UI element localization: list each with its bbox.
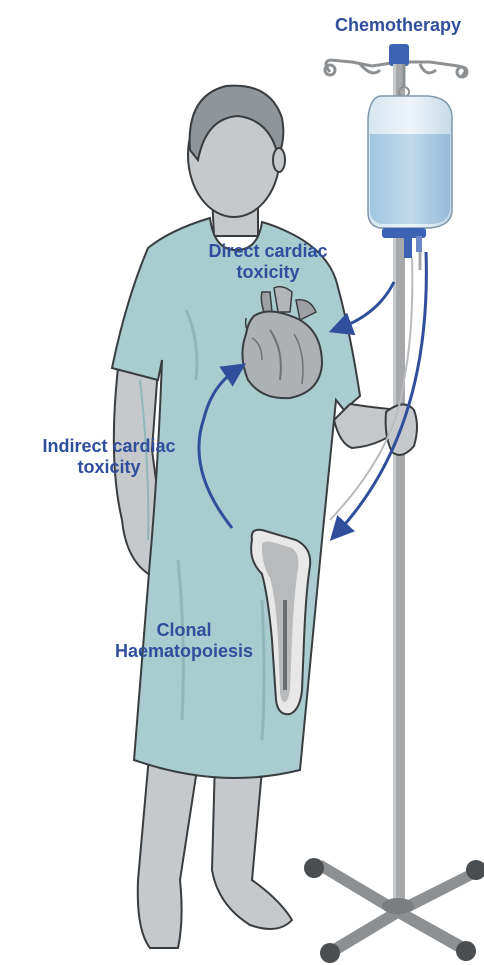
clonal-haematopoiesis-label: Clonal Haematopoiesis [84,620,284,662]
clonal-line2: Haematopoiesis [84,641,284,662]
chemotherapy-label: Chemotherapy [312,15,484,36]
indirect-cardiac-toxicity-label: Indirect cardiac toxicity [14,436,204,478]
arrow-chemo-to-heart [340,282,394,328]
direct-cardiac-line1: Direct cardiac [178,241,358,262]
direct-cardiac-line2: toxicity [178,262,358,283]
chemotherapy-text: Chemotherapy [335,15,461,35]
clonal-line1: Clonal [84,620,284,641]
indirect-cardiac-line1: Indirect cardiac [14,436,204,457]
direct-cardiac-toxicity-label: Direct cardiac toxicity [178,241,358,283]
indirect-cardiac-line2: toxicity [14,457,204,478]
